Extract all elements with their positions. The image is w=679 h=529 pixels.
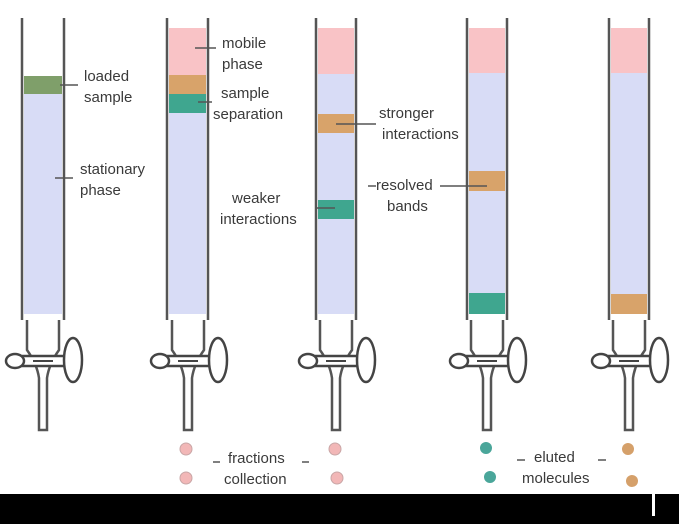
drop-orange-1 <box>622 443 634 455</box>
column-3-mobile-phase <box>318 28 354 74</box>
column-4-teal-band <box>469 293 505 314</box>
label-weaker-interactions: weaker interactions <box>220 190 297 228</box>
column-2-orange-band <box>169 75 206 94</box>
column-2-stationary-phase <box>169 113 206 314</box>
label-eluted-molecules: eluted molecules <box>522 449 590 487</box>
column-3 <box>297 18 377 432</box>
column-2 <box>149 18 229 432</box>
column-2-teal-band <box>169 94 206 113</box>
label-stationary-phase: stationary phase <box>80 161 149 199</box>
drop-pink-1 <box>179 442 193 456</box>
column-4-mobile-phase <box>469 28 505 73</box>
column-1-stationary-phase <box>24 94 62 314</box>
column-1-stopcock <box>4 318 84 432</box>
column-5 <box>590 18 670 432</box>
leader-lines <box>55 47 606 463</box>
column-4-stopcock <box>448 318 528 432</box>
column-2-stopcock <box>149 318 229 432</box>
label-stronger-interactions: stronger interactions <box>379 105 459 143</box>
bottom-border-mark <box>652 494 655 516</box>
drop-orange-2 <box>626 475 638 487</box>
column-1-loaded-sample-band <box>24 76 62 94</box>
label-resolved-bands: resolved bands <box>376 177 437 215</box>
label-sample-separation: sample separation <box>213 85 283 123</box>
column-4-stationary-phase-lower <box>469 191 505 293</box>
column-5-stopcock <box>590 318 670 432</box>
drop-pink-3 <box>328 442 342 456</box>
label-loaded-sample: loaded sample <box>84 68 133 106</box>
column-3-stationary-phase-lower <box>318 219 354 314</box>
drop-teal-1 <box>480 442 492 454</box>
column-2-mobile-phase <box>169 28 206 75</box>
column-4-orange-band <box>469 171 505 191</box>
bottom-border <box>0 494 679 524</box>
column-4 <box>448 18 528 432</box>
column-4-stationary-phase-upper <box>469 73 505 171</box>
column-3-stopcock <box>297 318 377 432</box>
column-3-stationary-phase-upper <box>318 74 354 114</box>
label-mobile-phase: mobile phase <box>222 35 270 73</box>
column-5-stationary-phase <box>611 73 647 294</box>
column-3-teal-band <box>318 200 354 219</box>
column-5-orange-band <box>611 294 647 314</box>
label-fractions-collection: fractions collection <box>224 450 289 488</box>
drop-teal-2 <box>484 471 496 483</box>
drop-pink-4 <box>330 471 344 485</box>
column-3-stationary-phase-middle <box>318 133 354 200</box>
column-5-mobile-phase <box>611 28 647 73</box>
drop-pink-2 <box>179 471 193 485</box>
column-1 <box>4 18 84 432</box>
